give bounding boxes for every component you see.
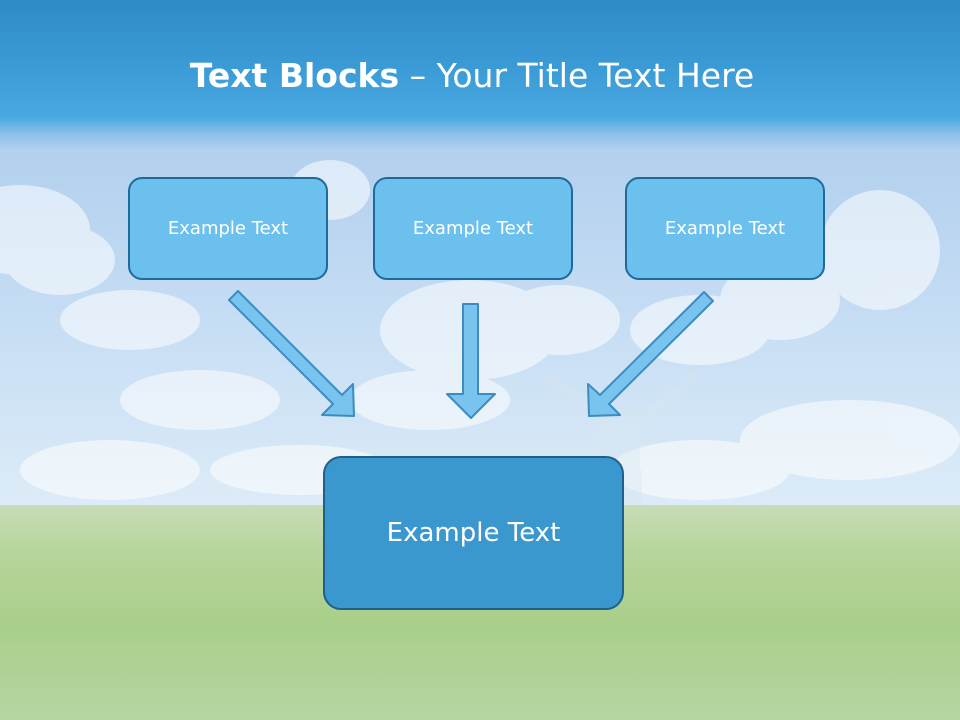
arrow-right	[587, 291, 714, 417]
text-block-2: Example Text	[373, 177, 573, 280]
main-text-block-label: Example Text	[386, 518, 561, 548]
text-block-1-label: Example Text	[167, 218, 289, 239]
title-bold-part: Text Blocks	[189, 56, 400, 95]
text-block-2-label: Example Text	[412, 218, 534, 239]
arrow-left	[228, 290, 355, 417]
text-block-3-label: Example Text	[664, 218, 786, 239]
main-text-block: Example Text	[323, 456, 624, 610]
title-rest-part: – Your Title Text Here	[399, 56, 755, 95]
text-block-1: Example Text	[128, 177, 328, 280]
arrow-center	[446, 303, 496, 419]
text-block-3: Example Text	[625, 177, 825, 280]
title-bar	[0, 0, 960, 150]
slide-title: Text Blocks – Your Title Text Here	[0, 54, 944, 98]
